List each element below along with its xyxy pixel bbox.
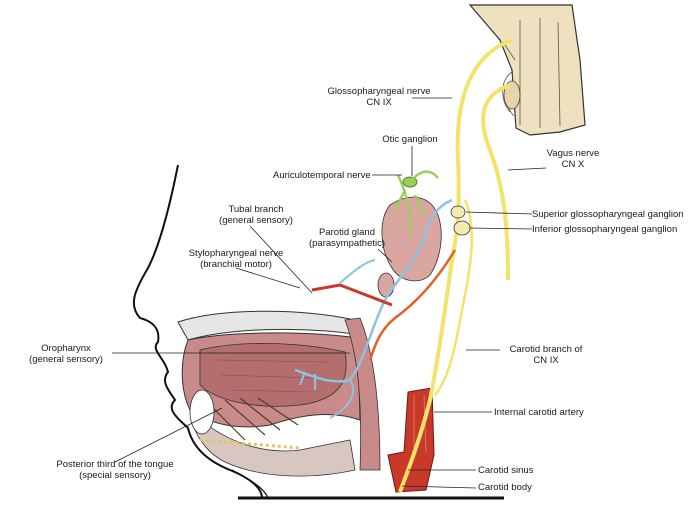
label-superior-ganglion: Superior glossopharyngeal ganglion xyxy=(532,209,684,220)
brainstem xyxy=(468,4,586,136)
glossopharyngeal-nerve xyxy=(398,38,513,493)
label-carotid-branch: Carotid branch of CN IX xyxy=(500,344,592,366)
superior-ganglion xyxy=(450,205,466,219)
label-superior-ganglion-text: Superior glossopharyngeal ganglion xyxy=(532,209,684,220)
label-stylopharyngeal-nerve: Stylopharyngeal nerve (branchial motor) xyxy=(182,248,290,270)
pharynx-wall xyxy=(344,317,381,471)
stylopharyngeal-nerve xyxy=(368,249,457,361)
label-posterior-tongue: Posterior third of the tongue (special s… xyxy=(40,459,190,481)
label-glossopharyngeal-line2: CN IX xyxy=(366,97,392,108)
label-stylopharyngeal-line2: (branchial motor) xyxy=(200,259,272,270)
label-internal-carotid-text: Internal carotid artery xyxy=(494,407,584,418)
label-stylopharyngeal-line1: Stylopharyngeal nerve xyxy=(188,248,284,259)
label-oropharynx: Oropharynx (general sensory) xyxy=(20,343,112,365)
label-oropharynx-line2: (general sensory) xyxy=(29,354,103,365)
vagus-nerve xyxy=(481,83,511,281)
label-posterior-tongue-line2: (special sensory) xyxy=(79,470,151,481)
label-tubal-line1: Tubal branch xyxy=(228,204,284,215)
sensory-branches xyxy=(294,198,453,419)
label-parotid-line2: (parasympathetic) xyxy=(308,238,386,249)
label-inferior-ganglion: Inferior glossopharyngeal ganglion xyxy=(532,224,677,235)
label-auriculotemporal-nerve: Auriculotemporal nerve xyxy=(273,170,371,181)
label-carotid-body: Carotid body xyxy=(478,482,532,493)
label-carotid-body-text: Carotid body xyxy=(478,482,532,493)
label-auriculotemporal-text: Auriculotemporal nerve xyxy=(273,170,371,181)
label-vagus-line2: CN X xyxy=(561,159,585,170)
label-otic-ganglion: Otic ganglion xyxy=(368,134,452,145)
label-tubal-branch: Tubal branch (general sensory) xyxy=(216,204,296,226)
label-inferior-ganglion-text: Inferior glossopharyngeal ganglion xyxy=(532,224,678,235)
label-vagus-nerve: Vagus nerve CN X xyxy=(536,148,610,170)
label-posterior-tongue-line1: Posterior third of the tongue xyxy=(56,459,174,470)
label-carotid-sinus: Carotid sinus xyxy=(478,465,533,476)
oral-cavity xyxy=(177,310,363,477)
stylopharyngeus-muscle xyxy=(311,283,393,307)
label-oropharynx-line1: Oropharynx xyxy=(41,343,91,354)
internal-carotid-artery xyxy=(387,387,435,493)
label-carotid-branch-line1: Carotid branch of xyxy=(509,344,583,355)
label-parotid-line1: Parotid gland xyxy=(319,227,375,238)
leader-lines xyxy=(112,97,547,489)
label-otic-ganglion-text: Otic ganglion xyxy=(382,134,438,145)
label-vagus-line1: Vagus nerve xyxy=(546,148,600,159)
label-glossopharyngeal-nerve: Glossopharyngeal nerve CN IX xyxy=(314,86,444,108)
label-carotid-branch-line2: CN IX xyxy=(533,355,559,366)
label-parotid-gland: Parotid gland (parasympathetic) xyxy=(304,227,390,249)
head-profile xyxy=(132,164,269,499)
label-tubal-line2: (general sensory) xyxy=(219,215,293,226)
label-glossopharyngeal-line1: Glossopharyngeal nerve xyxy=(327,86,431,97)
label-internal-carotid-artery: Internal carotid artery xyxy=(494,407,584,418)
inferior-ganglion xyxy=(453,220,471,236)
otic-ganglion-branches xyxy=(393,170,439,236)
label-carotid-sinus-text: Carotid sinus xyxy=(478,465,534,476)
